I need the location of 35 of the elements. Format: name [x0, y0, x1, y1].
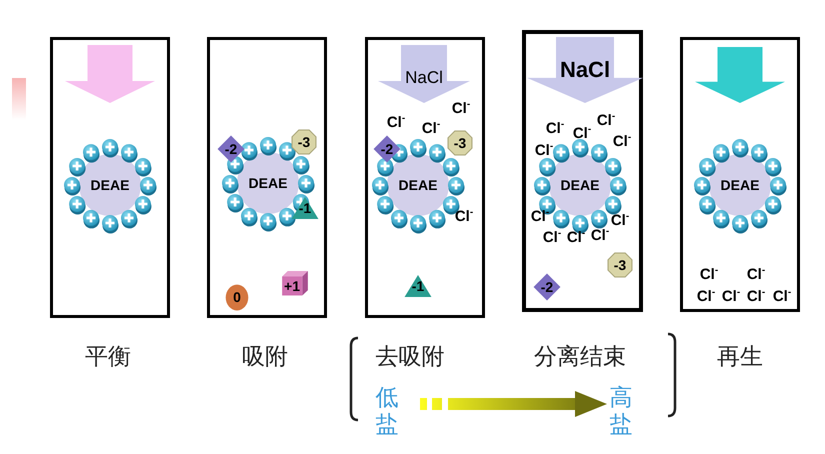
charge-hexagon: -3	[447, 130, 473, 156]
stage-label: 分离结束	[534, 343, 626, 372]
stage-label: 吸附	[242, 343, 288, 372]
ion-label: Cl$^{-}$	[454, 208, 474, 224]
ion-label: Cl$^{-}$	[610, 212, 630, 228]
charge-triangle: -1	[291, 196, 319, 220]
salt-label: 高盐	[608, 385, 634, 439]
charge-triangle: -1	[404, 274, 432, 298]
ion-label: Cl$^{-}$	[452, 100, 470, 116]
ion-label: Cl$^{-}$	[572, 125, 592, 141]
ion-label: Cl$^{-}$	[696, 288, 716, 304]
ion-label: Cl$^{-}$	[612, 133, 632, 149]
charge-hexagon: -3	[607, 252, 633, 278]
ion-label: Cl$^{-}$	[530, 208, 550, 224]
stage-label: 平衡	[85, 343, 131, 372]
charge-diamond: -2	[533, 273, 561, 301]
ion-label: Cl$^{-}$	[772, 288, 792, 304]
ion-label: Cl$^{-}$	[386, 114, 406, 130]
stage-label: 去吸附	[376, 343, 444, 372]
ion-label: Cl$^{-}$	[596, 112, 616, 128]
ion-label: Cl$^{-}$	[546, 120, 564, 136]
ion-label: Cl$^{-}$	[542, 229, 562, 245]
ion-label: Cl$^{-}$	[590, 227, 610, 243]
flow-arrow: NaCl	[378, 45, 470, 103]
charge-circle: 0	[225, 283, 249, 311]
ion-label: Cl$^{-}$	[722, 288, 740, 304]
charge-hexagon: -3	[291, 129, 317, 155]
ion-label: Cl$^{-}$	[746, 266, 766, 282]
ion-label: Cl$^{-}$	[746, 288, 766, 304]
salt-label: 低盐	[374, 385, 400, 439]
flow-arrow: NaCl	[527, 37, 643, 103]
ion-label: Cl$^{-}$	[700, 266, 718, 282]
stage-label: 再生	[717, 343, 763, 372]
ion-label: Cl$^{-}$	[422, 120, 440, 136]
ion-label: Cl$^{-}$	[566, 229, 586, 245]
